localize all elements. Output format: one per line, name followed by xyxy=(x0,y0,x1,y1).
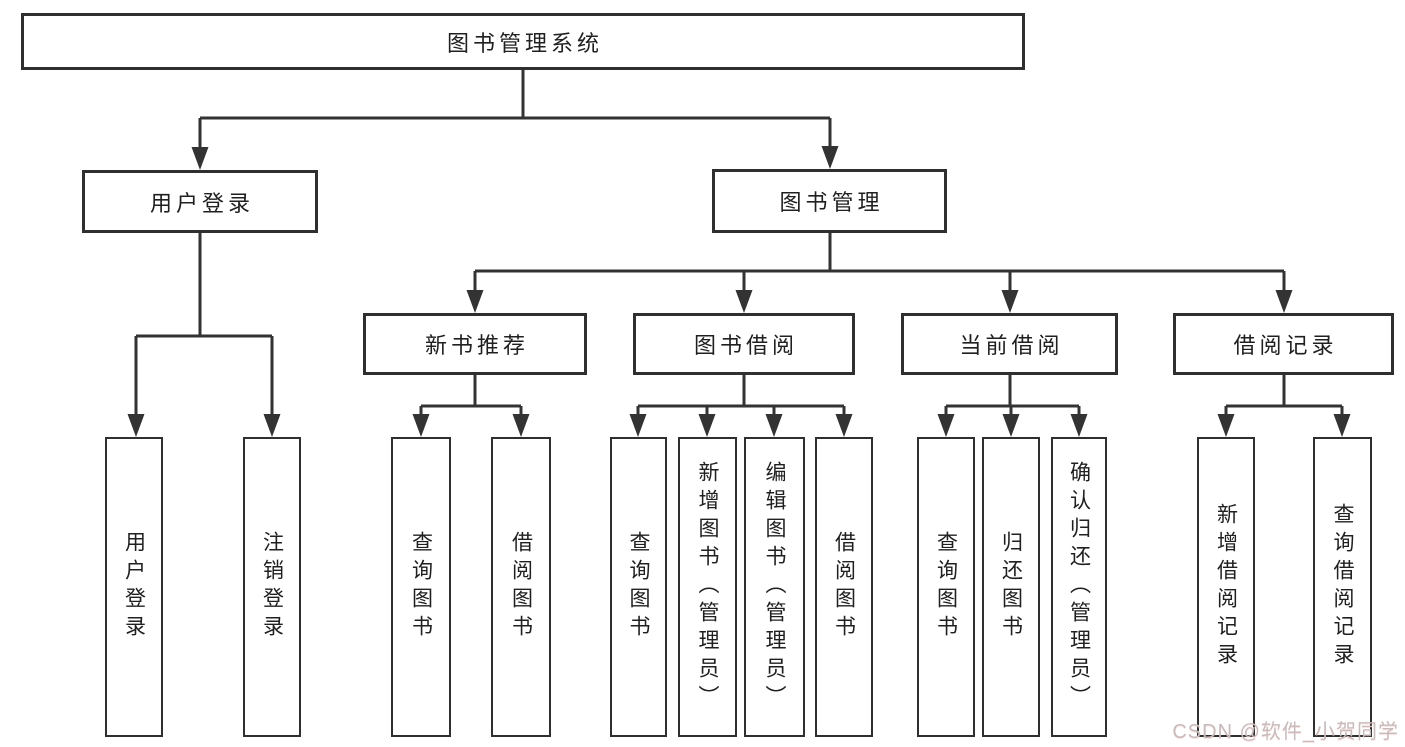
arrowhead-down-icon xyxy=(1002,414,1020,437)
csdn-watermark: CSDN @软件_小贺同学 xyxy=(1172,721,1399,743)
leaf-recommend-borrow-books-label: 借阅图书 xyxy=(509,531,533,643)
leaf-borrow-query-books-label: 查询图书 xyxy=(627,531,650,643)
arrowhead-down-icon xyxy=(512,414,530,437)
leaf-confirm-return-admin: 确认归还（管理员） xyxy=(1051,437,1107,737)
arrowhead-down-icon xyxy=(263,414,281,437)
node-book-management: 图书管理 xyxy=(712,169,947,233)
leaf-add-books-admin: 新增图书（管理员） xyxy=(678,437,737,737)
arrowhead-down-icon xyxy=(1333,414,1351,437)
node-new-book-recommendation-label: 新书推荐 xyxy=(424,333,529,358)
node-book-borrowing: 图书借阅 xyxy=(633,313,855,375)
leaf-borrow-books: 借阅图书 xyxy=(815,437,873,737)
leaf-logout-label: 注销登录 xyxy=(260,531,284,643)
leaf-recommend-query-books: 查询图书 xyxy=(391,437,451,737)
leaf-add-borrow-record: 新增借阅记录 xyxy=(1197,437,1255,737)
leaf-recommend-borrow-books: 借阅图书 xyxy=(491,437,551,737)
leaf-borrow-query-books: 查询图书 xyxy=(610,437,667,737)
node-borrowing-records-label: 借阅记录 xyxy=(1233,333,1338,358)
leaf-return-books-label: 归还图书 xyxy=(999,531,1023,643)
leaf-add-books-admin-label: 新增图书（管理员） xyxy=(696,461,719,713)
leaf-current-query-books: 查询图书 xyxy=(917,437,975,737)
arrowhead-down-icon xyxy=(412,414,430,437)
arrowhead-down-icon xyxy=(821,146,839,169)
arrowhead-down-icon xyxy=(937,414,955,437)
node-borrowing-records: 借阅记录 xyxy=(1173,313,1394,375)
leaf-user-login-label: 用户登录 xyxy=(122,531,146,643)
arrowhead-down-icon xyxy=(1001,290,1019,313)
leaf-add-borrow-record-label: 新增借阅记录 xyxy=(1214,503,1238,671)
arrowhead-down-icon xyxy=(466,290,484,313)
node-current-borrowing: 当前借阅 xyxy=(901,313,1118,375)
arrowhead-down-icon xyxy=(1217,414,1235,437)
node-user-login-label: 用户登录 xyxy=(149,190,254,216)
node-user-login: 用户登录 xyxy=(82,170,318,233)
arrowhead-down-icon xyxy=(735,290,753,313)
leaf-borrow-books-label: 借阅图书 xyxy=(832,531,856,643)
leaf-edit-books-admin: 编辑图书（管理员） xyxy=(744,437,805,737)
arrowhead-down-icon xyxy=(765,414,783,437)
leaf-user-login: 用户登录 xyxy=(105,437,163,737)
arrowhead-down-icon xyxy=(1070,414,1088,437)
arrowhead-down-icon xyxy=(127,414,145,437)
leaf-logout: 注销登录 xyxy=(243,437,301,737)
node-system-root: 图书管理系统 xyxy=(21,13,1025,70)
node-book-borrowing-label: 图书借阅 xyxy=(693,333,798,358)
arrowhead-down-icon xyxy=(629,414,647,437)
leaf-return-books: 归还图书 xyxy=(982,437,1040,737)
leaf-confirm-return-admin-label: 确认归还（管理员） xyxy=(1067,461,1091,713)
arrowhead-down-icon xyxy=(835,414,853,437)
leaf-query-borrow-record-label: 查询借阅记录 xyxy=(1331,503,1354,671)
arrowhead-down-icon xyxy=(698,414,716,437)
node-current-borrowing-label: 当前借阅 xyxy=(959,333,1064,358)
arrowhead-down-icon xyxy=(1275,290,1293,313)
leaf-current-query-books-label: 查询图书 xyxy=(934,531,958,643)
node-book-management-label: 图书管理 xyxy=(779,190,884,215)
leaf-recommend-query-books-label: 查询图书 xyxy=(409,531,433,643)
node-system-root-label: 图书管理系统 xyxy=(446,30,603,56)
leaf-query-borrow-record: 查询借阅记录 xyxy=(1313,437,1372,737)
arrowhead-down-icon xyxy=(191,147,209,170)
leaf-edit-books-admin-label: 编辑图书（管理员） xyxy=(763,461,786,713)
node-new-book-recommendation: 新书推荐 xyxy=(363,313,587,375)
